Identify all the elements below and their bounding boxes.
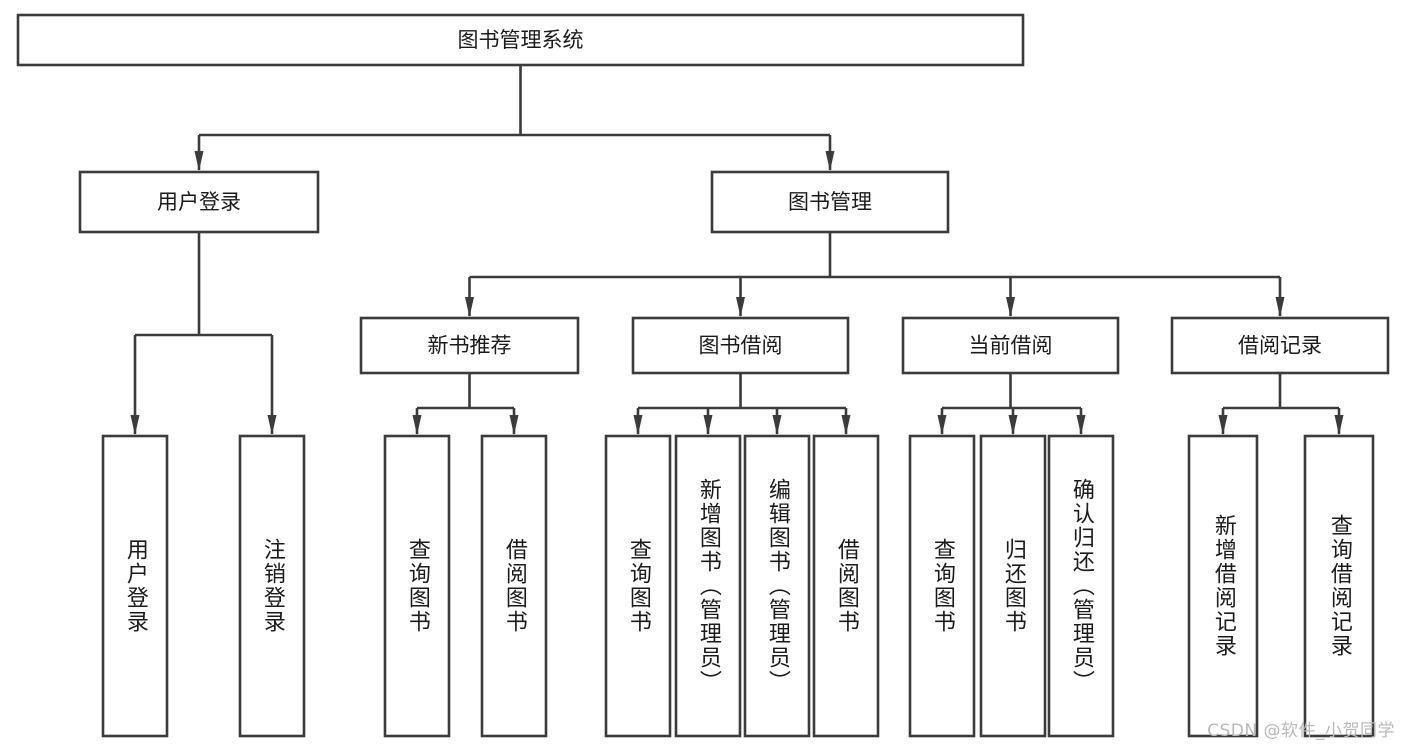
boxes-layer <box>16 13 1390 738</box>
arrow-head-icon <box>1275 297 1285 317</box>
leaf-node-11-box[interactable] <box>1187 434 1259 738</box>
level2-node-1-label: 图书管理 <box>788 190 872 214</box>
arrow-head-icon <box>267 415 277 435</box>
level2-node-0-box[interactable] <box>78 170 320 234</box>
level3-node-1-label: 图书借阅 <box>699 334 783 358</box>
level3-node-3-box[interactable] <box>1170 316 1390 375</box>
arrow-head-icon <box>412 415 422 435</box>
arrow-head-icon <box>772 415 782 435</box>
leaf-node-9-box[interactable] <box>979 434 1047 738</box>
arrow-head-icon <box>736 297 745 317</box>
arrow-head-icon <box>633 415 643 435</box>
arrow-head-icon <box>825 151 835 171</box>
level2-node-1-box[interactable] <box>710 170 950 234</box>
arrow-head-icon <box>1076 415 1086 435</box>
leaf-node-5-box[interactable] <box>674 434 742 738</box>
level3-node-0-box[interactable] <box>359 316 580 375</box>
level2-node-0-label: 用户登录 <box>157 190 241 214</box>
connectors-layer <box>130 65 1344 435</box>
watermark-text: CSDN @软件_小贺同学 <box>1207 721 1395 741</box>
arrow-head-icon <box>937 415 947 435</box>
arrow-head-icon <box>130 415 140 435</box>
leaf-node-6-box[interactable] <box>743 434 811 738</box>
arrow-head-icon <box>194 151 204 171</box>
arrow-head-icon <box>465 297 474 317</box>
level3-node-3-label: 借阅记录 <box>1238 334 1322 358</box>
level3-node-0-label: 新书推荐 <box>428 334 512 358</box>
arrow-head-icon <box>1218 415 1228 435</box>
leaf-node-1-box[interactable] <box>238 434 306 738</box>
arrow-head-icon <box>1008 415 1018 435</box>
arrow-head-icon <box>841 415 851 435</box>
arrow-head-icon <box>1006 297 1015 317</box>
leaf-node-0-box[interactable] <box>101 434 169 738</box>
leaf-node-7-box[interactable] <box>812 434 880 738</box>
root-node-label: 图书管理系统 <box>458 28 584 52</box>
leaf-node-12-box[interactable] <box>1303 434 1375 738</box>
level3-node-1-box[interactable] <box>631 316 850 375</box>
root-node-box[interactable] <box>16 13 1025 67</box>
leaf-node-10-box[interactable] <box>1047 434 1115 738</box>
leaf-node-3-box[interactable] <box>480 434 548 738</box>
leaf-node-4-box[interactable] <box>604 434 672 738</box>
level3-node-2-label: 当前借阅 <box>969 334 1053 358</box>
level3-node-2-box[interactable] <box>901 316 1120 375</box>
arrow-head-icon <box>703 415 713 435</box>
leaf-node-8-box[interactable] <box>908 434 976 738</box>
leaf-node-2-box[interactable] <box>383 434 451 738</box>
arrow-head-icon <box>1334 415 1344 435</box>
arrow-head-icon <box>509 415 519 435</box>
